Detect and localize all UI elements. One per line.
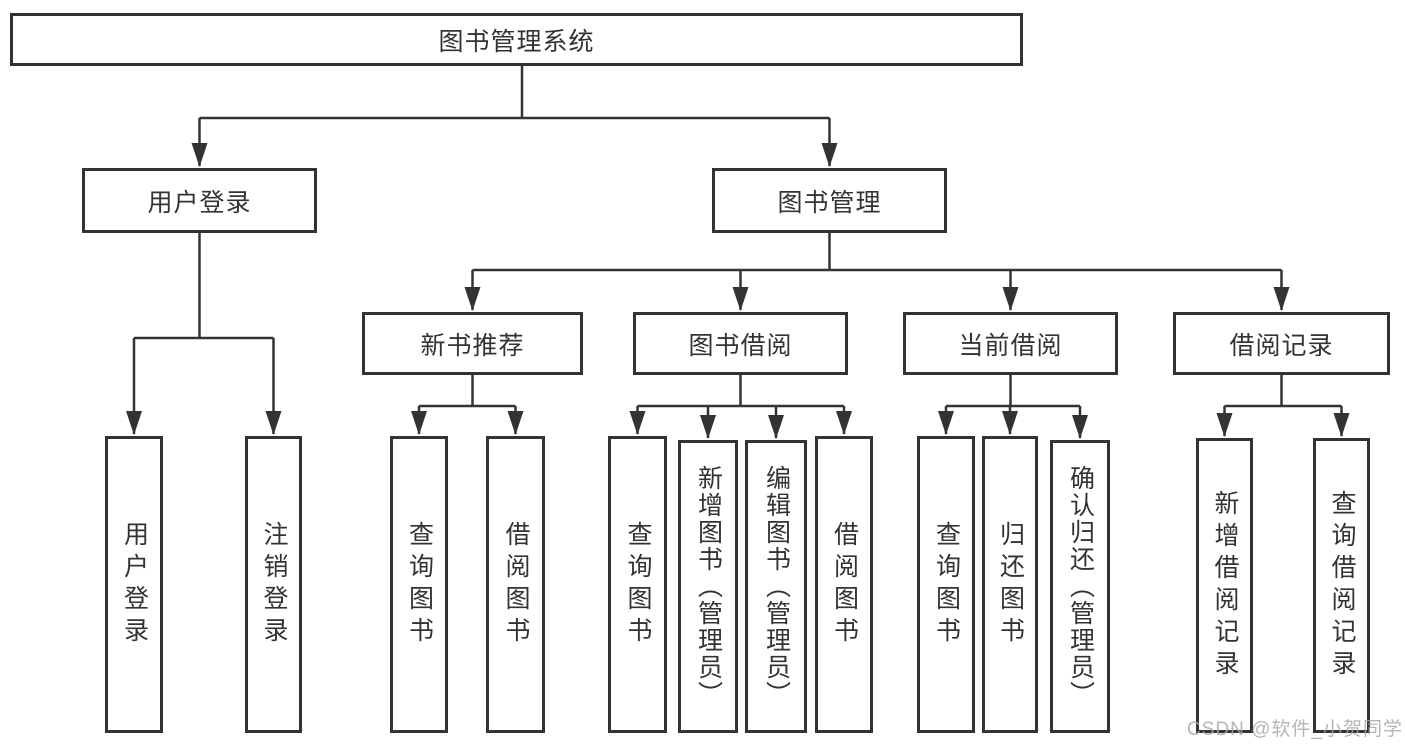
node-book-management: 图书管理	[712, 168, 947, 233]
wire	[419, 375, 516, 408]
leaf-records-query-record: 查询借阅记录	[1313, 438, 1370, 733]
connector-root-to-level2	[191, 66, 838, 167]
leaf-borrow-add-book-admin: 新增图书（管理员）	[678, 440, 738, 733]
node-borrow-records: 借阅记录	[1173, 312, 1390, 375]
leaf-user-login: 用户登录	[105, 436, 163, 733]
wire	[472, 233, 1282, 272]
leaf-records-add-record: 新增借阅记录	[1196, 438, 1253, 733]
connector-user-login-children	[126, 233, 282, 435]
wire	[637, 375, 844, 408]
node-user-login: 用户登录	[82, 168, 317, 233]
connector-book-management-children	[464, 233, 1290, 311]
leaf-borrow-query-book: 查询图书	[608, 436, 667, 733]
leaf-logout: 注销登录	[245, 436, 302, 733]
leaf-recommend-borrow-book: 借阅图书	[486, 436, 545, 733]
wire	[946, 375, 1080, 408]
leaf-current-return-book: 归还图书	[982, 436, 1038, 733]
connector-borrow-records-children	[1216, 375, 1350, 437]
leaf-borrow-borrow-book: 借阅图书	[815, 436, 873, 733]
connector-current-borrow-children	[938, 375, 1088, 439]
leaf-current-confirm-return-admin: 确认归还（管理员）	[1050, 440, 1110, 733]
connector-new-book-recommend-children	[411, 375, 524, 435]
wire	[1224, 375, 1342, 408]
leaf-borrow-edit-book-admin: 编辑图书（管理员）	[745, 440, 807, 733]
csdn-watermark: CSDN @软件_小贺同学	[1187, 719, 1403, 740]
leaf-recommend-query-book: 查询图书	[390, 436, 448, 733]
connector-book-borrow-children	[629, 375, 852, 439]
node-book-borrow: 图书借阅	[633, 312, 848, 375]
node-new-book-recommend: 新书推荐	[362, 312, 583, 375]
wire	[199, 66, 830, 120]
leaf-current-query-book: 查询图书	[917, 436, 975, 733]
node-root: 图书管理系统	[10, 13, 1023, 66]
node-current-borrow: 当前借阅	[903, 312, 1118, 375]
wire	[134, 233, 274, 340]
